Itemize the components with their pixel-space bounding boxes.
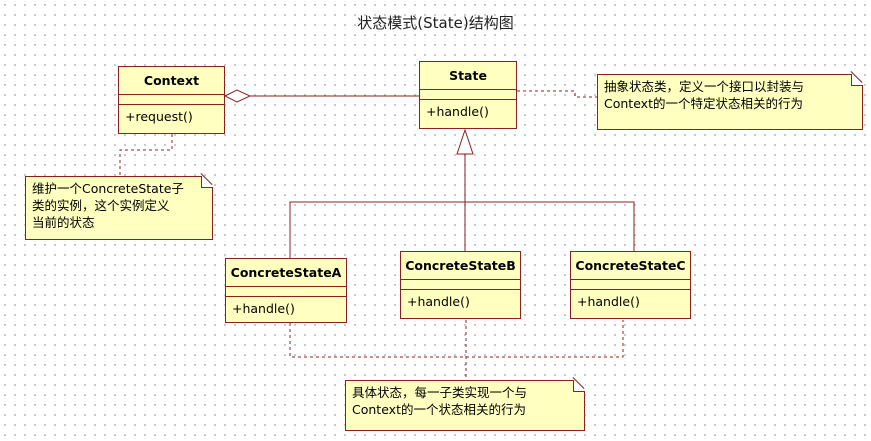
- aggregation-diamond: [223, 89, 252, 103]
- context-note[interactable]: 维护一个ConcreteState子 类的实例，这个实例定义 当前的状态: [25, 176, 213, 240]
- concrete-note-link: [289, 320, 624, 358]
- state-note-line-1: 抽象状态类，定义一个接口以封装与: [604, 79, 805, 94]
- context-class-name: Context: [119, 67, 224, 95]
- note-fold-corner: [851, 74, 863, 86]
- diagram-title: 状态模式(State)结构图: [357, 14, 514, 32]
- context-note-line-2: 类的实例，这个实例定义: [32, 198, 170, 213]
- note-fold-corner: [201, 176, 213, 188]
- concrete-state-c-name: ConcreteStateC: [571, 252, 690, 280]
- concrete-note-line-1: 具体状态，每一子类实现一个与: [352, 385, 528, 400]
- concrete-state-a-attributes: [226, 287, 346, 297]
- state-note[interactable]: 抽象状态类，定义一个接口以封装与 Context的一个特定状态相关的行为: [597, 74, 863, 130]
- context-note-line-3: 当前的状态: [32, 215, 95, 230]
- concrete-state-b-class[interactable]: ConcreteStateB +handle(): [400, 251, 521, 319]
- concrete-state-c-class[interactable]: ConcreteStateC +handle(): [570, 251, 691, 319]
- state-note-link: [517, 90, 597, 98]
- context-operation: +request(): [125, 109, 193, 124]
- context-note-link: [119, 134, 173, 176]
- concrete-state-b-name: ConcreteStateB: [401, 252, 520, 280]
- context-class[interactable]: Context +request(): [118, 66, 225, 134]
- concrete-state-b-operation: +handle(): [407, 294, 470, 309]
- concrete-state-a-class[interactable]: ConcreteStateA +handle(): [225, 258, 347, 323]
- concrete-state-a-name: ConcreteStateA: [226, 259, 346, 287]
- context-attributes: [119, 95, 224, 105]
- note-fold-corner: [573, 380, 585, 392]
- concrete-state-c-attributes: [571, 280, 690, 290]
- state-note-line-2: Context的一个特定状态相关的行为: [604, 96, 803, 111]
- inheritance-arrowhead: [456, 128, 474, 155]
- context-note-line-1: 维护一个ConcreteState子: [32, 181, 184, 196]
- concrete-state-a-operation: +handle(): [232, 301, 295, 316]
- state-attributes: [420, 90, 516, 100]
- concrete-note-line-2: Context的一个状态相关的行为: [352, 402, 526, 417]
- concrete-note[interactable]: 具体状态，每一子类实现一个与 Context的一个状态相关的行为: [345, 380, 585, 431]
- concrete-state-b-attributes: [401, 280, 520, 290]
- concrete-state-c-operation: +handle(): [577, 294, 640, 309]
- state-class[interactable]: State +handle(): [419, 61, 517, 129]
- inheritance-branch: [289, 201, 635, 258]
- state-operation: +handle(): [426, 104, 489, 119]
- state-class-name: State: [420, 62, 516, 90]
